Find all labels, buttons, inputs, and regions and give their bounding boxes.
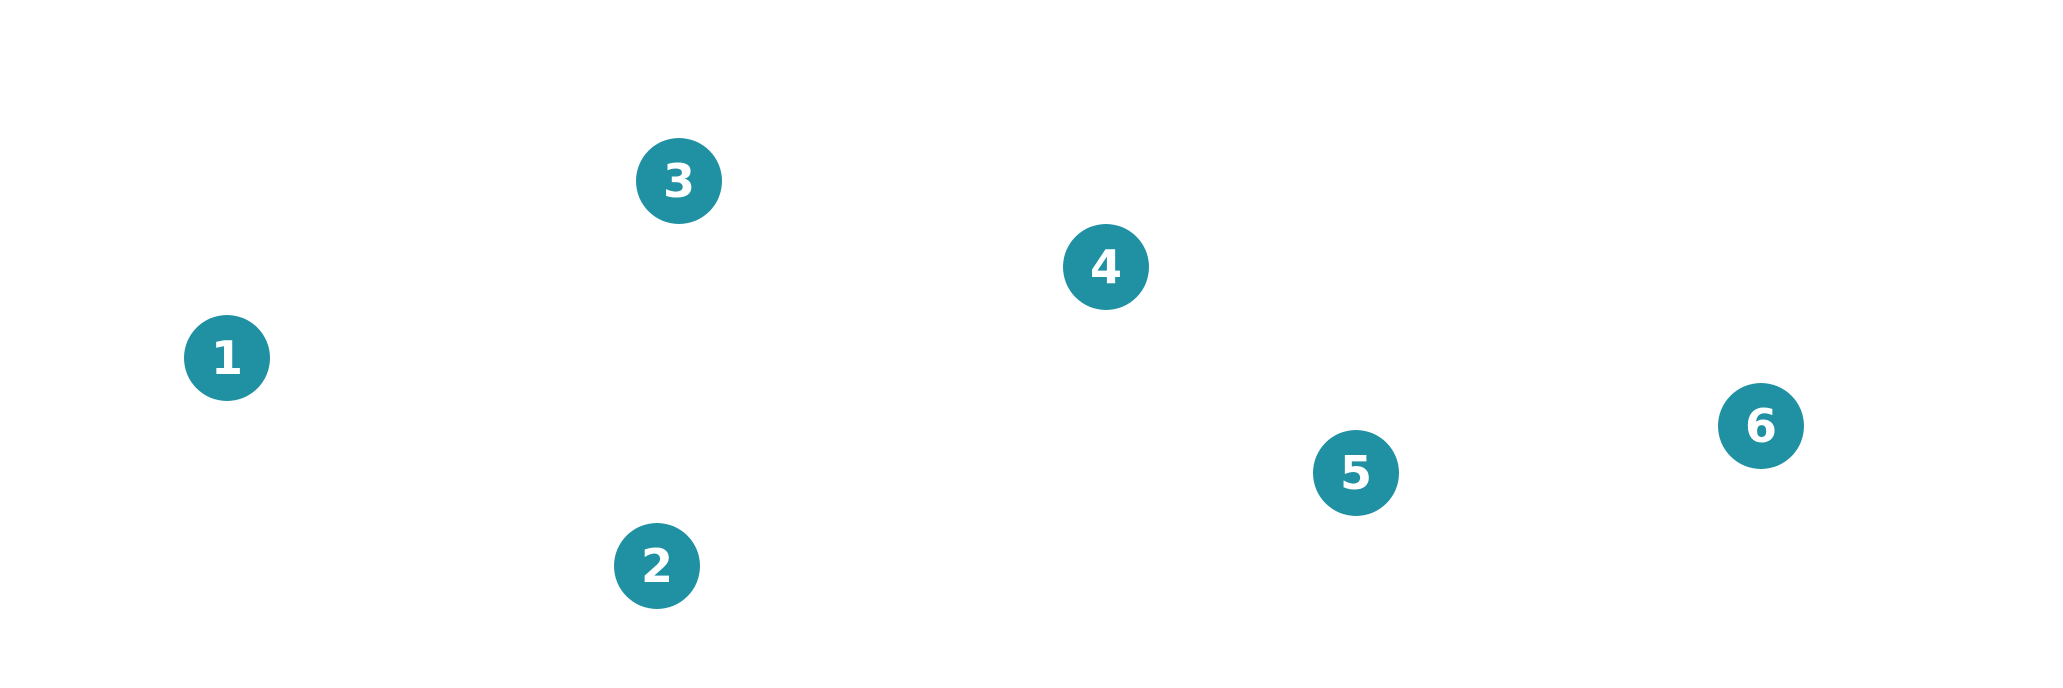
number-marker-4: 4 bbox=[1063, 224, 1149, 310]
marker-label: 6 bbox=[1744, 399, 1777, 453]
marker-label: 4 bbox=[1089, 240, 1122, 294]
number-marker-6: 6 bbox=[1718, 383, 1804, 469]
number-marker-2: 2 bbox=[614, 523, 700, 609]
number-marker-3: 3 bbox=[636, 138, 722, 224]
number-marker-5: 5 bbox=[1313, 430, 1399, 516]
marker-label: 5 bbox=[1339, 446, 1372, 500]
marker-label: 2 bbox=[640, 539, 673, 593]
marker-label: 3 bbox=[662, 154, 695, 208]
marker-label: 1 bbox=[210, 331, 243, 385]
number-marker-1: 1 bbox=[184, 315, 270, 401]
